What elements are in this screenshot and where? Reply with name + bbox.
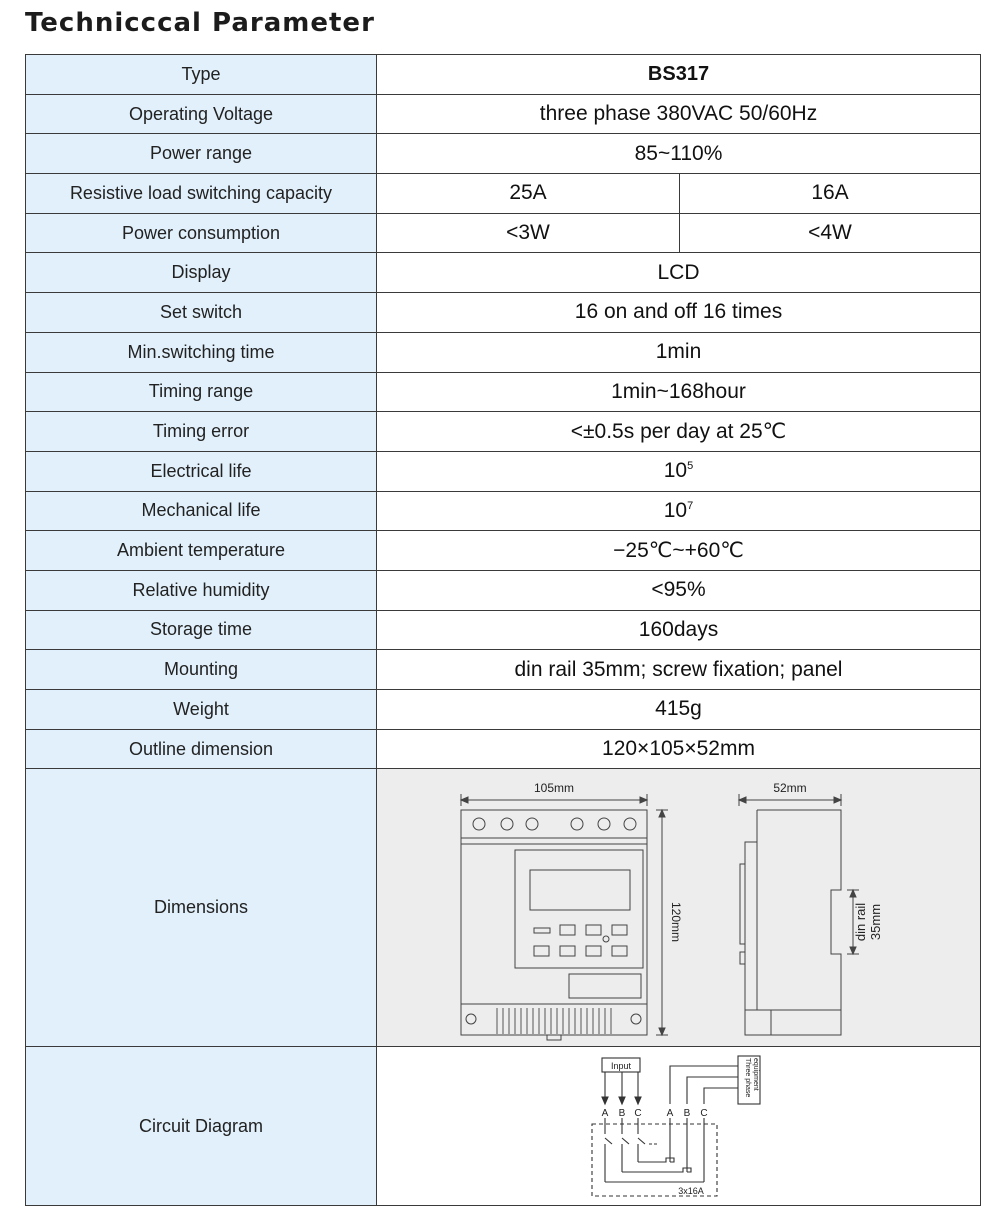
row-value: 415g (376, 689, 981, 730)
page-title: Technicccal Parameter (25, 8, 375, 38)
row-value-b: <4W (679, 212, 981, 254)
row-label: Ambient temperature (25, 530, 377, 571)
value-base: 10 (663, 459, 688, 483)
input-label: Input (610, 1061, 631, 1071)
value-exponent: 5 (687, 460, 694, 473)
row-label: Circuit Diagram (25, 1046, 377, 1207)
circuit-diagram: Input Three phase equipment A B C A B C … (590, 1055, 761, 1197)
row-value: <95% (376, 569, 981, 611)
depth-dimension-label: 52mm (773, 781, 806, 795)
row-label: Storage time (25, 609, 377, 651)
height-dimension-label: 120mm (669, 902, 683, 942)
output-phase-a: A (666, 1108, 673, 1119)
row-value-a: 25A (376, 173, 680, 214)
table-row: Power consumption <3W <4W (25, 212, 981, 254)
row-label: Mechanical life (25, 490, 377, 532)
table-row: Min.switching time 1min (25, 331, 981, 373)
table-row: Ambient temperature −25℃~+60℃ (25, 530, 981, 571)
table-row: Electrical life 105 (25, 450, 981, 492)
dimensions-drawing: 105mm 52mm 120mm din rail 35mm (459, 781, 883, 1041)
table-row: Mounting din rail 35mm; screw fixation; … (25, 649, 981, 690)
row-label: Resistive load switching capacity (25, 173, 377, 214)
row-label: Power range (25, 133, 377, 175)
dimensions-drawing-cell: 105mm 52mm 120mm din rail 35mm (376, 768, 981, 1048)
row-value-b: 16A (679, 173, 981, 214)
row-value: din rail 35mm; screw fixation; panel (376, 649, 981, 690)
input-phase-a: A (601, 1108, 608, 1119)
output-phase-c: C (700, 1108, 707, 1119)
table-row: Outline dimension 120×105×52mm (25, 728, 981, 770)
row-value: three phase 380VAC 50/60Hz (376, 93, 981, 135)
value-base: 10 (663, 498, 688, 522)
value-exponent: 7 (687, 499, 694, 512)
row-value: 85~110% (376, 133, 981, 175)
technical-parameter-table: Type BS317 Operating Voltage three phase… (25, 54, 981, 1207)
row-value-a: <3W (376, 212, 680, 254)
equipment-label-line2: equipment (752, 1058, 759, 1091)
row-label: Timing range (25, 371, 377, 413)
row-label: Operating Voltage (25, 93, 377, 135)
row-value: 105 (376, 450, 981, 492)
row-value: 16 on and off 16 times (376, 292, 981, 333)
width-dimension-label: 105mm (533, 781, 573, 795)
table-row: Timing error <±0.5s per day at 25℃ (25, 411, 981, 452)
table-row: Relative humidity <95% (25, 569, 981, 611)
row-value: 1min (376, 331, 981, 373)
row-label: Electrical life (25, 450, 377, 492)
table-row: Operating Voltage three phase 380VAC 50/… (25, 93, 981, 135)
row-label: Mounting (25, 649, 377, 690)
row-label: Min.switching time (25, 331, 377, 373)
rail-label-line2: 35mm (868, 904, 883, 940)
row-value: <±0.5s per day at 25℃ (376, 411, 981, 452)
row-label: Type (25, 54, 377, 95)
contact-rating-label: 3x16A (678, 1186, 704, 1196)
input-phase-b: B (618, 1108, 625, 1119)
table-row: Power range 85~110% (25, 133, 981, 175)
row-label: Power consumption (25, 212, 377, 254)
row-value: LCD (376, 252, 981, 294)
row-label: Relative humidity (25, 569, 377, 611)
table-row: Resistive load switching capacity 25A 16… (25, 173, 981, 214)
table-row: Storage time 160days (25, 609, 981, 651)
output-phase-b: B (683, 1108, 690, 1119)
row-label: Dimensions (25, 768, 377, 1048)
input-phase-c: C (634, 1108, 641, 1119)
row-label: Display (25, 252, 377, 294)
row-value: 107 (376, 490, 981, 532)
row-label: Outline dimension (25, 728, 377, 770)
table-row: Set switch 16 on and off 16 times (25, 292, 981, 333)
table-row: Timing range 1min~168hour (25, 371, 981, 413)
row-value: 120×105×52mm (376, 728, 981, 770)
table-row: Weight 415g (25, 689, 981, 730)
row-label: Weight (25, 689, 377, 730)
row-value: 1min~168hour (376, 371, 981, 413)
equipment-label-line1: Three phase (744, 1058, 751, 1097)
table-row: Type BS317 (25, 54, 981, 95)
row-value: 160days (376, 609, 981, 651)
row-value: −25℃~+60℃ (376, 530, 981, 571)
row-value: BS317 (376, 54, 981, 95)
table-row: Mechanical life 107 (25, 490, 981, 532)
row-label: Timing error (25, 411, 377, 452)
table-row: Display LCD (25, 252, 981, 294)
table-row: Dimensions (25, 768, 981, 1048)
circuit-diagram-cell: Input Three phase equipment A B C A B C … (376, 1046, 981, 1207)
table-row: Circuit Diagram (25, 1046, 981, 1207)
row-label: Set switch (25, 292, 377, 333)
rail-label-line1: din rail (853, 903, 868, 941)
